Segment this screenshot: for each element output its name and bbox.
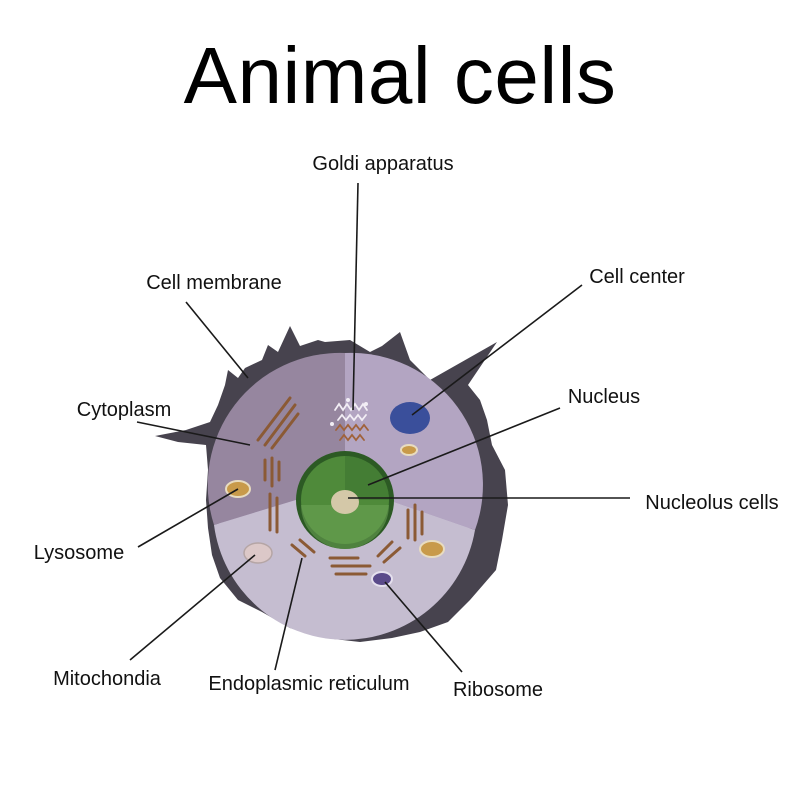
- leader-goldi: [352, 182, 359, 411]
- label-cell-membrane: Cell membrane: [146, 272, 282, 294]
- label-endoplasmic-reticulum: Endoplasmic reticulum: [208, 673, 409, 695]
- organelle-small: [400, 444, 418, 456]
- leader-cell-center: [411, 284, 583, 416]
- nucleus-sector: [345, 456, 389, 500]
- label-goldi-apparatus: Goldi apparatus: [312, 153, 453, 175]
- nucleolus-shape: [331, 490, 359, 514]
- cytoplasm-light-sector: [214, 485, 475, 640]
- label-ribosome: Ribosome: [453, 679, 543, 701]
- golgi-apparatus-shape: [330, 398, 369, 442]
- cell-center-shape: [390, 402, 430, 434]
- label-nucleolus-cells: Nucleolus cells: [645, 492, 778, 514]
- leader-cytoplasm: [136, 421, 251, 446]
- leader-nucleus: [367, 407, 561, 486]
- leader-cell-membrane: [185, 301, 249, 379]
- leader-lysosome: [137, 488, 239, 548]
- ribosome-shape: [371, 571, 393, 587]
- label-nucleus: Nucleus: [568, 386, 640, 408]
- label-lysosome: Lysosome: [34, 542, 124, 564]
- label-cell-center: Cell center: [589, 266, 685, 288]
- nucleus-highlight: [301, 505, 389, 549]
- endoplasmic-reticulum-shape: [256, 396, 424, 576]
- leader-endoplasmic: [274, 557, 303, 671]
- label-mitochondia: Mitochondia: [53, 668, 162, 690]
- organelle-right: [419, 540, 445, 558]
- leader-mitochondia: [129, 554, 256, 661]
- leader-ribosome: [384, 581, 463, 673]
- page-title: Animal cells: [183, 31, 617, 120]
- label-cytoplasm: Cytoplasm: [77, 399, 171, 421]
